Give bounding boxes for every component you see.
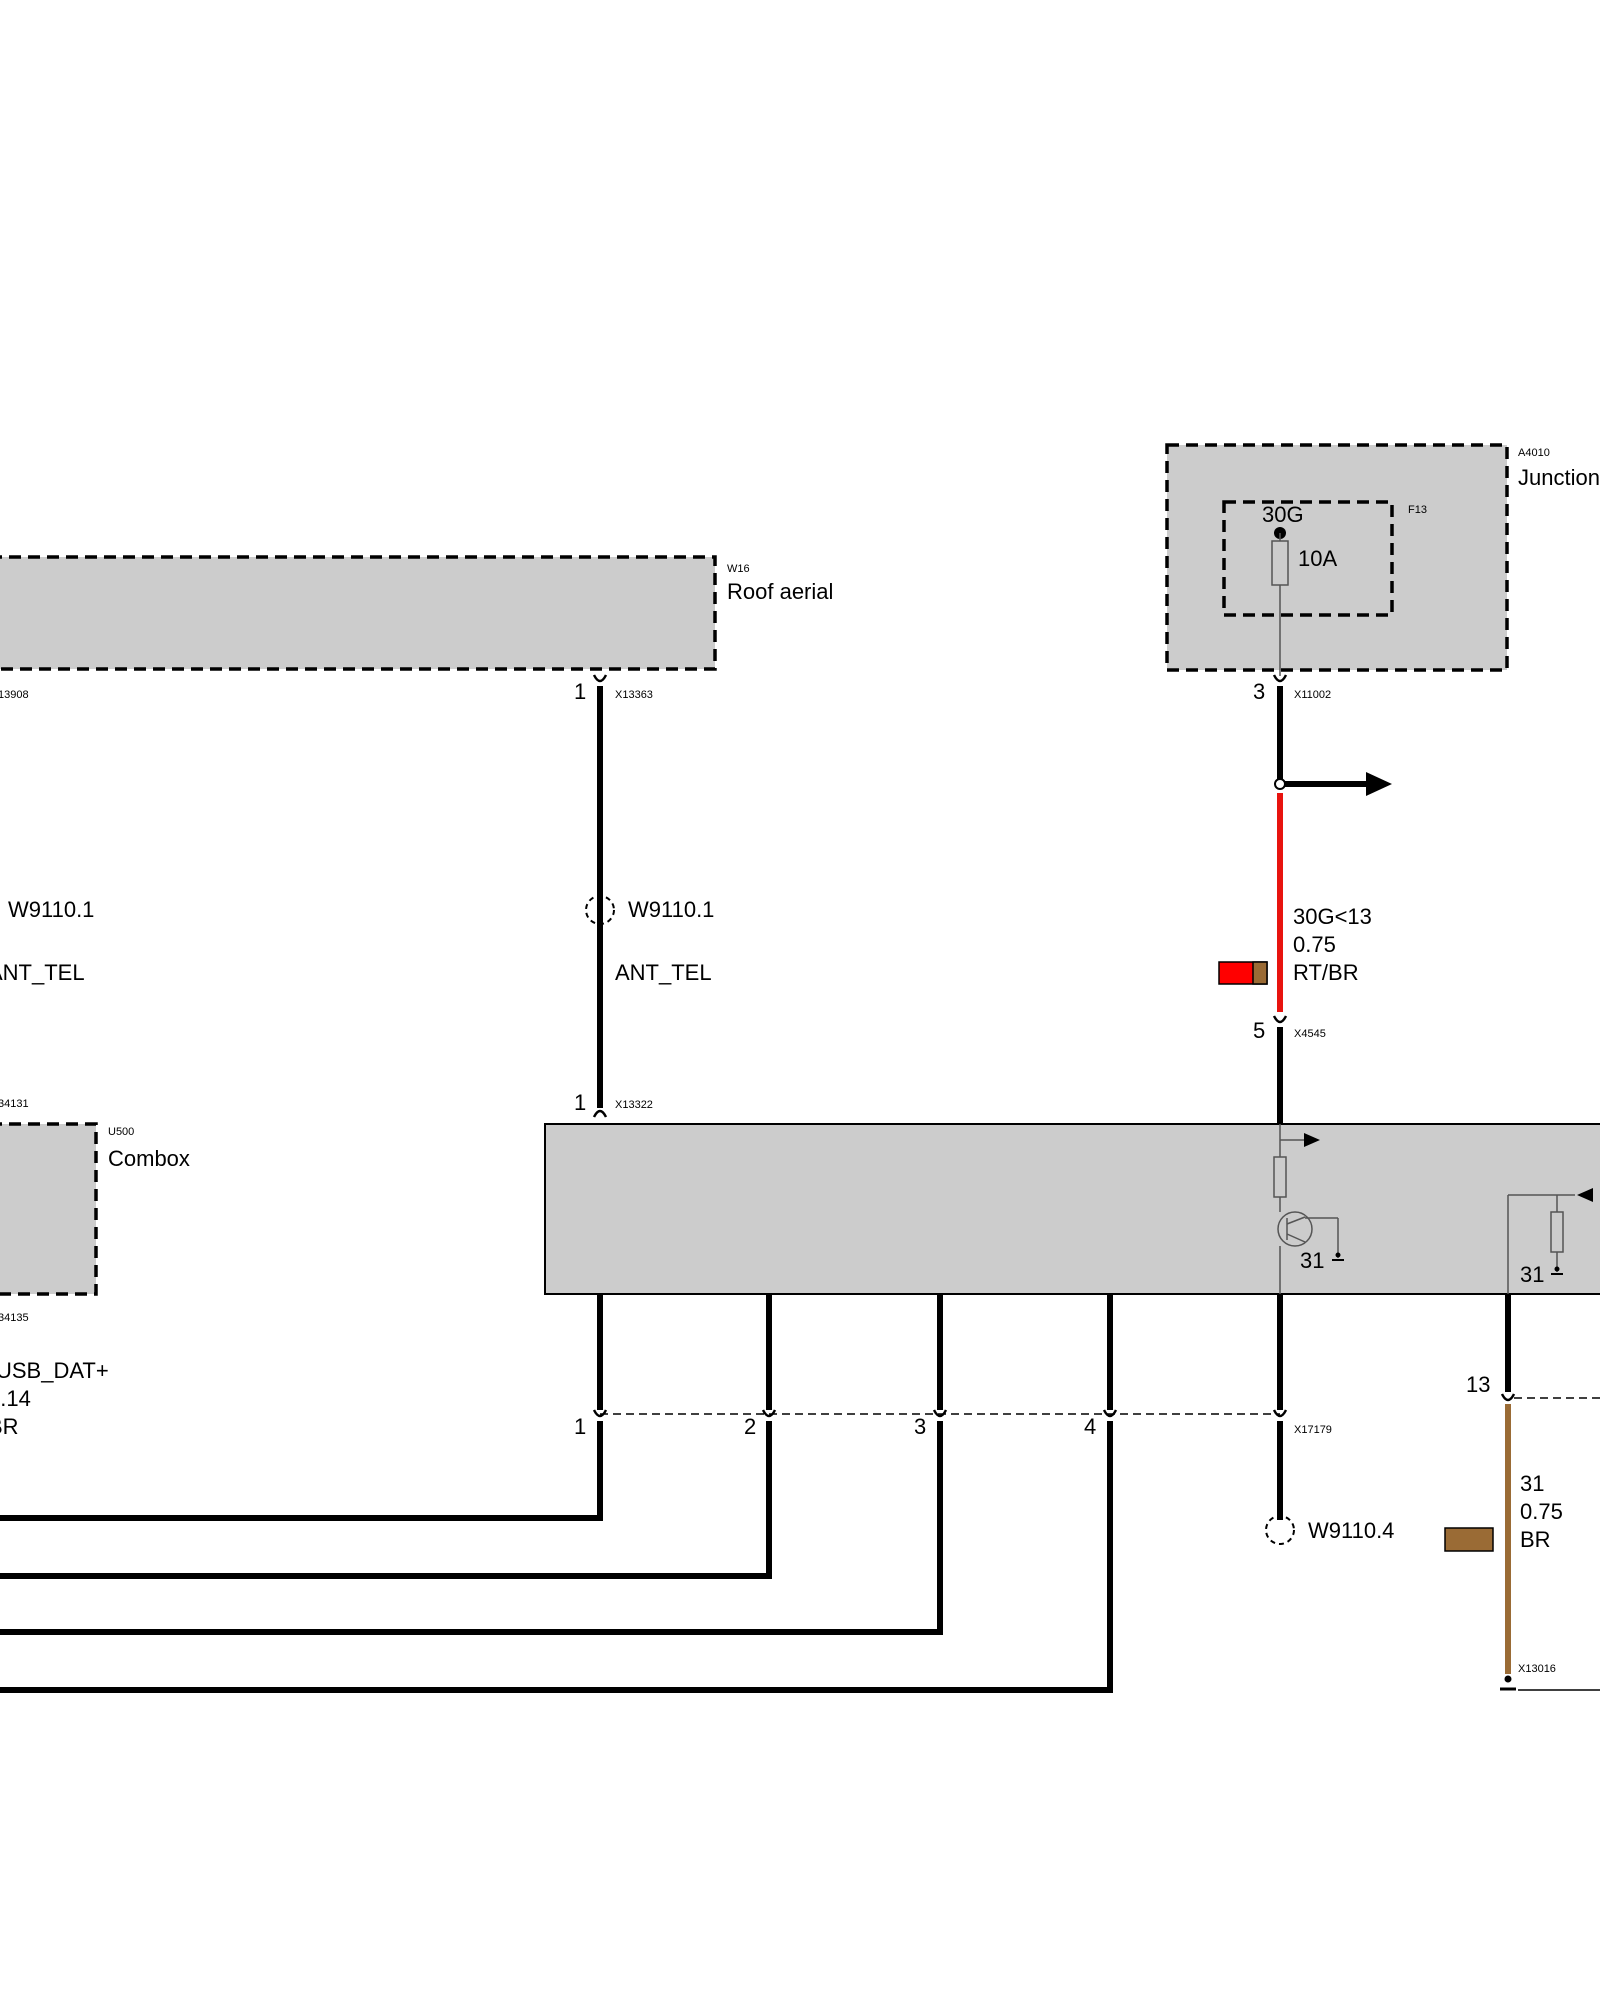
- power-wire-signal: 30G<13: [1293, 904, 1372, 929]
- fuse-rating: 10A: [1298, 546, 1337, 571]
- combox-name: Combox: [108, 1146, 190, 1171]
- connector-x17179-pin2: [761, 1409, 777, 1418]
- internal-right-arrow-icon: [1577, 1188, 1593, 1202]
- fuse-terminal: 30G: [1262, 502, 1304, 527]
- usb-wire-signal: USB_DAT+: [0, 1358, 109, 1383]
- shield-symbol-middle: [585, 895, 615, 925]
- shield-label-left: W9110.1: [8, 897, 94, 922]
- transistor-symbol: [1277, 1211, 1313, 1247]
- pin-x13322: 1: [574, 1090, 586, 1115]
- wire-color-swatch-brown: [1444, 1527, 1494, 1552]
- power-wire-size: 0.75: [1293, 932, 1336, 957]
- pin-13: 13: [1466, 1372, 1490, 1397]
- usb-wire-3: [0, 1421, 943, 1635]
- roof-aerial-box: [0, 555, 717, 671]
- pin-x17179-1: 1: [574, 1414, 586, 1439]
- transistor-collector: [1286, 1216, 1306, 1225]
- module-box: [544, 1123, 1600, 1295]
- connector-x13908-label: 13908: [0, 689, 29, 701]
- junction-name: Junction: [1518, 465, 1600, 490]
- shield-symbol-bottom: [1265, 1515, 1295, 1545]
- ground-wire-size: 0.75: [1520, 1499, 1563, 1524]
- connector-x13363-label: X13363: [615, 689, 653, 701]
- combox-ref: U500: [108, 1126, 134, 1138]
- wire-label-ant-left: ANT_TEL: [0, 960, 85, 985]
- connector-x11002-symbol: [1272, 674, 1288, 683]
- connector-x17179-label: X17179: [1294, 1424, 1332, 1436]
- branch-arrow-icon: [1366, 772, 1392, 796]
- connector-x13363-symbol: [592, 674, 608, 683]
- usb-wire-size: 0.14: [0, 1386, 31, 1411]
- wire-label-ant-middle: ANT_TEL: [615, 960, 712, 985]
- connector-34135-label: 34135: [0, 1312, 29, 1324]
- connector-x13322-label: X13322: [615, 1099, 653, 1111]
- connector-x13322-symbol: [592, 1109, 608, 1118]
- connector-x4545-label: X4545: [1294, 1028, 1326, 1040]
- junction-ref: A4010: [1518, 447, 1550, 459]
- connector-x17179-pin5: [1272, 1409, 1288, 1418]
- connector-x13016-label: X13016: [1518, 1663, 1556, 1675]
- roof-aerial-ref: W16: [727, 563, 750, 575]
- roof-aerial-name: Roof aerial: [727, 579, 833, 604]
- connector-x17179-pin4: [1102, 1409, 1118, 1418]
- fuse-f13-box: [1222, 500, 1394, 617]
- pin-x4545: 5: [1253, 1018, 1265, 1043]
- ground-dot-left: [1335, 1252, 1341, 1258]
- connector-x17179-pin1: [592, 1409, 608, 1418]
- ground-wire-signal: 31: [1520, 1471, 1544, 1496]
- usb-wire-4: [0, 1421, 1113, 1693]
- shield-label-bottom: W9110.4: [1308, 1518, 1394, 1543]
- shield-label-middle: W9110.1: [628, 897, 714, 922]
- ground-wire-color: BR: [1520, 1527, 1551, 1552]
- ground-label-left: 31: [1300, 1248, 1324, 1273]
- usb-wire-1: [0, 1421, 603, 1521]
- transistor-emitter: [1286, 1233, 1306, 1243]
- pin-x17179-3: 3: [914, 1414, 926, 1439]
- fuse-ref: F13: [1408, 504, 1427, 516]
- power-wire-color: RT/BR: [1293, 960, 1359, 985]
- splice-dot: [1274, 778, 1286, 790]
- connector-x17179-pin3: [932, 1409, 948, 1418]
- connector-x4545-symbol: [1272, 1015, 1288, 1024]
- connector-x11002-label: X11002: [1294, 689, 1331, 701]
- combox-box: [0, 1122, 98, 1296]
- ground-terminal-dot: [1504, 1675, 1512, 1683]
- wire-color-swatch-brown-stripe: [1252, 961, 1268, 985]
- junction-box: [1165, 443, 1509, 672]
- connector-34131-label: 34131: [0, 1098, 29, 1110]
- pin-x17179-4: 4: [1084, 1414, 1096, 1439]
- pin-x13363: 1: [574, 679, 586, 704]
- connector-13-symbol: [1500, 1393, 1516, 1402]
- usb-wire-2: [0, 1421, 772, 1579]
- usb-wire-color: BR: [0, 1414, 19, 1439]
- pin-x11002: 3: [1253, 679, 1265, 704]
- ground-dot-right: [1554, 1266, 1560, 1272]
- internal-arrow-icon: [1304, 1133, 1320, 1147]
- ground-label-right: 31: [1520, 1262, 1544, 1287]
- pin-x17179-2: 2: [744, 1414, 756, 1439]
